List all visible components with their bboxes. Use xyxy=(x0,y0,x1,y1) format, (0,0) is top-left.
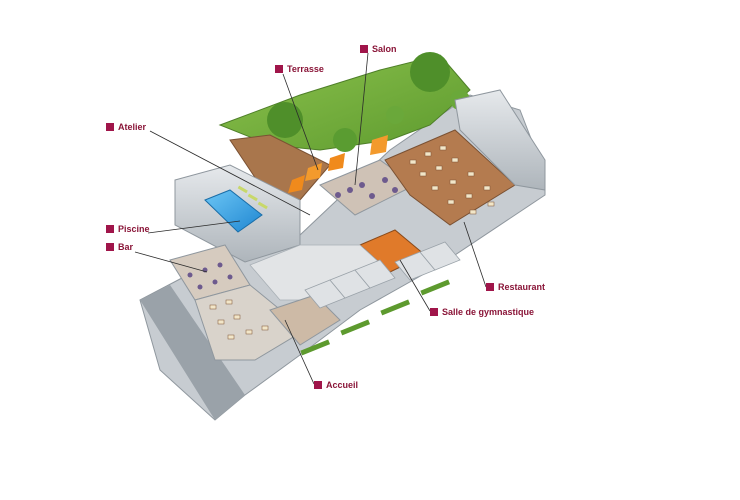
label-marker-icon xyxy=(106,243,114,251)
umbrella xyxy=(305,163,322,181)
tree xyxy=(410,52,450,92)
label-text: Bar xyxy=(118,242,134,252)
label-salon: Salon xyxy=(360,44,397,54)
label-marker-icon xyxy=(360,45,368,53)
leader-lines xyxy=(134,52,487,385)
label-bar: Bar xyxy=(106,242,133,252)
reception-area xyxy=(269,294,341,346)
kitchen-block xyxy=(454,89,546,191)
label-marker-icon xyxy=(106,225,114,233)
salon-furniture xyxy=(335,177,398,199)
planters xyxy=(300,279,451,356)
swimming-pool xyxy=(204,189,263,233)
label-text: Restaurant xyxy=(498,282,546,292)
label-marker-icon xyxy=(430,308,438,316)
label-terrasse: Terrasse xyxy=(275,64,324,74)
pool-loungers xyxy=(237,185,268,210)
bar-seating xyxy=(187,262,233,290)
label-atelier: Atelier xyxy=(106,122,146,132)
label-marker-icon xyxy=(106,123,114,131)
leader-bar xyxy=(134,251,208,273)
umbrella xyxy=(370,135,388,155)
tree xyxy=(386,106,404,124)
umbrella xyxy=(328,153,345,171)
umbrella xyxy=(288,175,305,193)
tree xyxy=(267,102,303,138)
restaurant-floor xyxy=(384,129,516,226)
leader-gym xyxy=(399,259,431,312)
label-text: Atelier xyxy=(118,122,147,132)
leader-salon xyxy=(354,52,369,186)
leader-piscine xyxy=(147,220,241,234)
label-restaurant: Restaurant xyxy=(486,282,545,292)
label-gym: Salle de gymnastique xyxy=(430,307,534,317)
restaurant-tables xyxy=(409,145,495,215)
label-text: Terrasse xyxy=(287,64,324,74)
lobby-area xyxy=(194,284,306,361)
leader-terrasse xyxy=(282,73,319,171)
label-text: Salon xyxy=(372,44,397,54)
label-text: Accueil xyxy=(326,380,359,390)
leader-accueil xyxy=(284,319,315,385)
building-facade xyxy=(140,285,245,420)
tree xyxy=(333,128,357,152)
label-marker-icon xyxy=(314,381,322,389)
lobby-tables xyxy=(209,299,269,340)
office-cubicles xyxy=(304,241,461,309)
leader-restaurant xyxy=(463,221,487,288)
label-marker-icon xyxy=(486,283,494,291)
label-marker-icon xyxy=(275,65,283,73)
label-piscine: Piscine xyxy=(106,224,150,234)
label-text: Salle de gymnastique xyxy=(442,307,535,317)
leader-atelier xyxy=(149,130,311,216)
label-accueil: Accueil xyxy=(314,380,358,390)
label-text: Piscine xyxy=(118,224,150,234)
